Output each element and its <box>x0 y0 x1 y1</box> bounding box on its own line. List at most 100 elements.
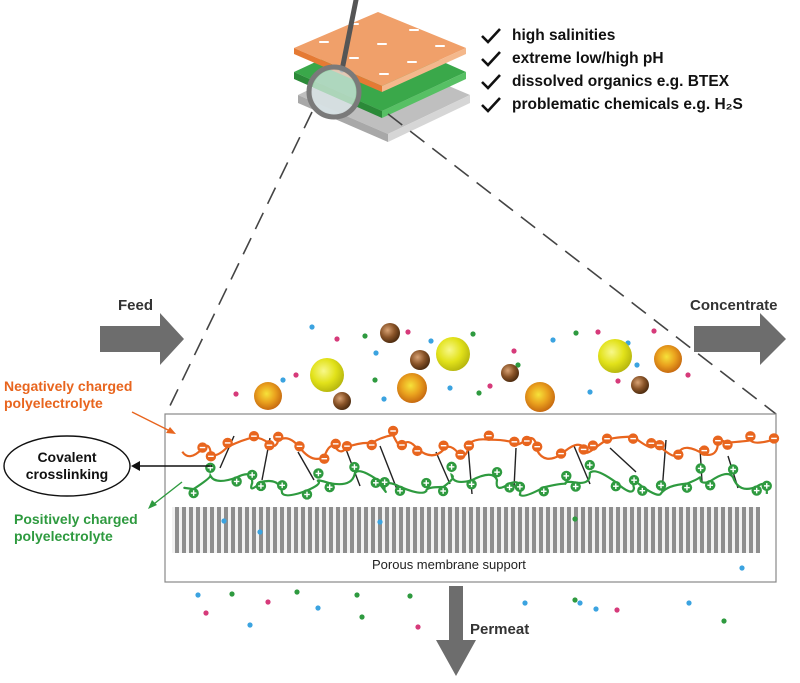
negative-charge-icon <box>745 431 756 442</box>
covalent-crosslinking-label: Covalent crosslinking <box>8 449 126 483</box>
foulant-orange <box>397 373 427 403</box>
ion-dot <box>685 372 691 378</box>
negative-charge-icon <box>699 445 710 456</box>
ion-dot <box>651 328 657 334</box>
positive-charge-icon <box>538 486 549 497</box>
ion-dot <box>229 591 235 597</box>
crosslink-label-line1: Covalent <box>37 449 97 465</box>
negative-charge-icon <box>673 449 684 460</box>
ion-dot <box>372 377 378 383</box>
ion-dot <box>233 391 239 397</box>
ion-dot <box>487 383 493 389</box>
positive-charge-icon <box>205 462 216 473</box>
positive-charge-icon <box>514 481 526 493</box>
feed-arrow <box>100 313 184 365</box>
ion-dot <box>377 519 383 525</box>
ion-dot <box>593 606 599 612</box>
ion-dot <box>334 336 340 342</box>
negative-label-arrow <box>131 411 176 434</box>
checklist-text: extreme low/high pH <box>512 49 664 67</box>
positive-charge-icon <box>491 466 503 478</box>
positive-charge-icon <box>584 459 595 471</box>
positive-charge-icon <box>681 482 693 493</box>
positive-charge-icon <box>276 480 288 491</box>
ion-dot <box>577 600 583 606</box>
foulant-brown <box>333 392 351 410</box>
negative-charge-icon <box>627 433 639 444</box>
positive-charge-icon <box>761 480 772 492</box>
positive-charge-icon <box>370 477 382 489</box>
positive-charge-icon <box>655 480 667 491</box>
negative-layer-side <box>382 48 466 92</box>
foulant-orange <box>654 345 682 373</box>
negative-charge-icon <box>531 441 543 452</box>
foulant-yellow <box>436 337 470 371</box>
checklist-item: high salinities <box>480 24 743 47</box>
negative-label-line2: polyelectrolyte <box>4 394 103 411</box>
foulant-orange <box>254 382 282 410</box>
negative-charge-icon <box>768 433 780 444</box>
checklist-text: problematic chemicals e.g. H₂S <box>512 95 743 113</box>
negative-charge-icon <box>722 439 733 450</box>
ions-layer <box>195 324 745 630</box>
permeate-label: Permeat <box>470 621 530 638</box>
magnifier-icon <box>306 0 362 120</box>
positive-label-line2: polyelectrolyte <box>14 527 113 544</box>
positive-layer-side <box>382 72 466 118</box>
ion-dot <box>587 389 593 395</box>
checkmark-icon <box>481 73 501 90</box>
negative-charge-icon <box>646 438 657 449</box>
support-layer-side <box>388 95 470 142</box>
checklist-item: problematic chemicals e.g. H₂S <box>480 93 743 116</box>
positive-charge-icon <box>324 481 335 493</box>
ion-dot <box>428 338 434 344</box>
ion-dot <box>203 610 209 616</box>
ion-dot <box>407 593 413 599</box>
crosslink-arrow <box>131 461 212 471</box>
positive-charge-icon <box>466 479 477 490</box>
ion-dot <box>721 618 727 624</box>
positive-charge-icon <box>705 480 716 491</box>
foulant-orange <box>525 382 555 412</box>
foulant-brown <box>410 350 430 370</box>
negative-charge-icon <box>412 445 423 457</box>
negative-charge-icon <box>712 435 724 446</box>
crosslink-label-line2: crosslinking <box>25 465 109 482</box>
negative-charge-icon <box>205 451 217 462</box>
positive-charge-icon <box>313 468 324 479</box>
positive-charge-icon <box>379 476 390 488</box>
foulant-brown <box>501 364 519 382</box>
ion-dot <box>257 529 263 535</box>
negative-charge-icon <box>222 437 233 449</box>
checklist-item: extreme low/high pH <box>480 47 743 70</box>
ion-dot <box>572 516 578 522</box>
foulant-brown <box>631 376 649 394</box>
negative-charge-icon <box>387 425 399 437</box>
negative-charge-icon <box>654 439 665 451</box>
ion-dot <box>195 592 201 598</box>
negative-charge-icon <box>294 441 305 452</box>
negative-charge-icon <box>366 439 377 451</box>
polyelectrolyte-layer <box>181 425 780 500</box>
checklist-text: dissolved organics e.g. BTEX <box>512 72 730 90</box>
ion-dot <box>354 592 360 598</box>
checklist-item: dissolved organics e.g. BTEX <box>480 70 743 93</box>
surface-minus-signs <box>319 23 445 75</box>
ion-dot <box>265 599 271 605</box>
porous-support <box>172 507 760 553</box>
concentrate-label: Concentrate <box>690 297 778 314</box>
foulant-brown <box>380 323 400 343</box>
ion-dot <box>595 329 601 335</box>
positive-charge-icon <box>446 461 457 473</box>
checkmark-icon <box>481 27 501 44</box>
positive-charge-icon <box>637 485 648 496</box>
crosslink-bond <box>609 447 637 473</box>
crosslink-bond <box>435 451 451 485</box>
crosslink-bond <box>573 445 591 485</box>
checkmark-icon <box>481 96 501 113</box>
foulant-yellow <box>598 339 632 373</box>
positive-charge-icon <box>394 485 406 497</box>
ion-dot <box>381 396 387 402</box>
positive-label-arrow <box>148 481 183 509</box>
